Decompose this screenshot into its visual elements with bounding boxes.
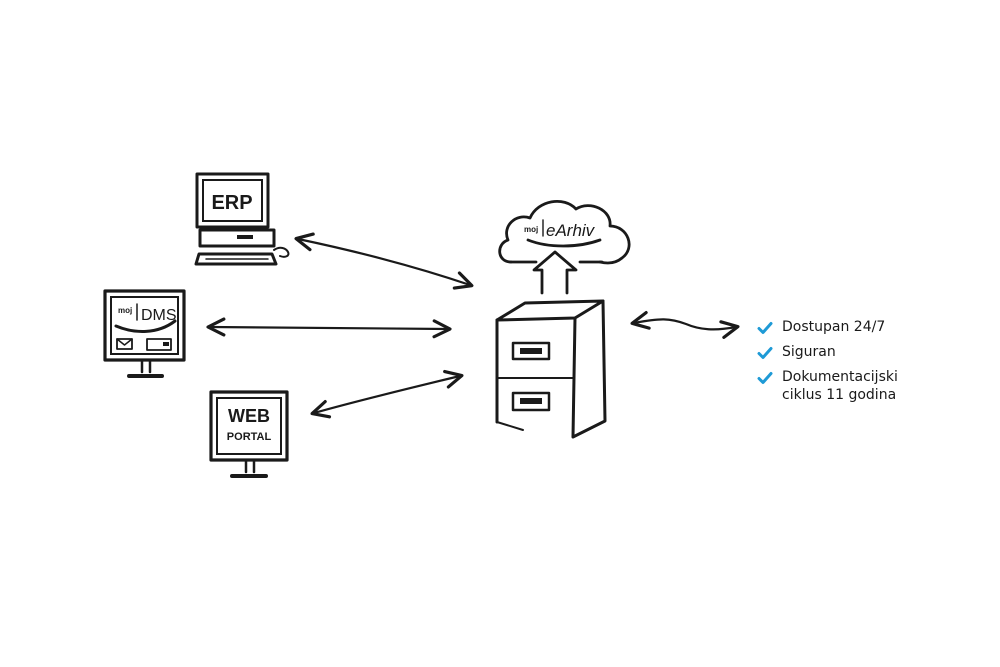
checkmark-icon — [757, 322, 773, 334]
arrow-dms-archive — [206, 317, 452, 339]
earhiv-label: eArhiv — [546, 221, 596, 240]
dms-brand-prefix: moj — [118, 306, 132, 315]
upload-arrow-icon — [532, 250, 578, 295]
arrow-webportal-archive — [310, 369, 464, 419]
checkmark-icon — [757, 372, 773, 384]
web-portal-monitor-icon: WEB PORTAL — [209, 390, 289, 478]
earhiv-cloud-icon: moj eArhiv — [498, 199, 631, 265]
feature-item: Siguran — [756, 343, 898, 362]
arrow-erp-archive — [294, 232, 474, 290]
earhiv-brand-prefix: moj — [524, 225, 538, 234]
feature-label: Siguran — [782, 344, 836, 360]
feature-label: Dokumentacijski ciklus 11 godina — [782, 369, 898, 403]
filing-cabinet-icon — [495, 299, 607, 439]
feature-item: Dokumentacijski ciklus 11 godina — [756, 368, 898, 404]
envelope-icon — [116, 338, 133, 350]
dms-monitor-icon: moj DMS — [103, 289, 186, 378]
feature-item: Dostupan 24/7 — [756, 318, 898, 337]
folder-icon — [146, 338, 172, 351]
feature-list: Dostupan 24/7 Siguran Dokumentacijski ci… — [756, 318, 898, 410]
web-portal-line1: WEB — [228, 406, 270, 426]
web-portal-line2: PORTAL — [227, 431, 272, 443]
erp-label: ERP — [211, 192, 252, 214]
checkmark-icon — [757, 347, 773, 359]
feature-label: Dostupan 24/7 — [782, 319, 886, 335]
erp-computer-icon: ERP — [194, 172, 290, 266]
dms-label: DMS — [141, 307, 177, 324]
arrow-archive-features — [630, 311, 740, 339]
